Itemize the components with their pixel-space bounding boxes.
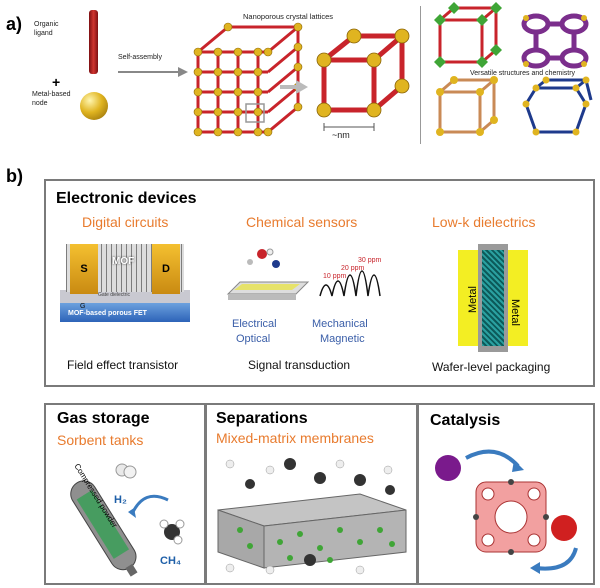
separations-title: Separations — [216, 410, 308, 427]
magnetic-label: Magnetic — [320, 333, 365, 345]
fet-g-label: G — [80, 303, 86, 310]
metal-right-label: Metal — [509, 299, 521, 326]
self-assembly-arrow — [118, 67, 188, 77]
metal-node-label: Metal-based node — [32, 91, 71, 107]
h2-label: H₂ — [114, 494, 127, 506]
metal-node-sphere — [80, 92, 108, 120]
panel-b-label: b) — [6, 166, 23, 186]
plus-sign: + — [52, 74, 61, 90]
mechanical-label: Mechanical — [312, 318, 368, 330]
nm-label: ~nm — [332, 130, 350, 140]
mixed-matrix-membrane — [217, 458, 407, 575]
nm-scale-bar — [323, 123, 375, 131]
fet-d-label: D — [162, 263, 170, 275]
versatile-structures — [434, 2, 593, 136]
catalysis-title: Catalysis — [430, 412, 501, 429]
fet-caption: Field effect transistor — [67, 358, 179, 372]
separations-subtitle: Mixed-matrix membranes — [216, 430, 374, 446]
zoom-arrow — [280, 80, 308, 94]
electronic-devices-title: Electronic devices — [56, 190, 197, 207]
gas-storage-title: Gas storage — [57, 410, 150, 427]
low-k-dielectrics-heading: Low-k dielectrics — [432, 214, 536, 230]
chemical-sensors-heading: Chemical sensors — [246, 214, 358, 230]
catalysis-illustration — [435, 449, 578, 574]
fet-gate-label: Gate dielectric — [98, 292, 130, 298]
ppm-20-label: 20 ppm — [341, 265, 365, 272]
organic-ligand-label: Organic ligand — [34, 21, 59, 37]
ch4-label: CH₄ — [160, 555, 182, 567]
optical-label: Optical — [236, 333, 271, 345]
ppm-10-label: 10 ppm — [323, 273, 347, 280]
signal-caption: Signal transduction — [248, 358, 351, 372]
sorbent-tank — [70, 463, 185, 577]
fet-base-label: MOF-based porous FET — [68, 310, 147, 317]
versatile-label: Versatile structures and chemistry — [470, 70, 576, 77]
electrical-label: Electrical — [232, 318, 277, 330]
gas-storage-subtitle: Sorbent tanks — [57, 432, 144, 448]
fet-mof-label: MOF — [112, 256, 135, 267]
self-assembly-label: Self-assembly — [118, 54, 162, 61]
metal-left-label: Metal — [467, 286, 479, 313]
fet-illustration: S D MOF Gate dielectric G MOF-based poro… — [60, 238, 200, 334]
chemical-sensor-illustration — [226, 248, 381, 300]
lattice-title: Nanoporous crystal lattices — [243, 12, 334, 21]
nanoporous-lattice — [193, 22, 303, 137]
fet-substrate — [60, 302, 190, 322]
ppm-30-label: 30 ppm — [358, 257, 382, 264]
catalysis-box — [417, 403, 595, 585]
fet-source-electrode: S — [70, 244, 98, 294]
panel-a-label: a) — [6, 14, 23, 34]
panel-a-divider — [420, 6, 421, 144]
fet-s-label: S — [80, 263, 88, 275]
digital-circuits-heading: Digital circuits — [82, 214, 169, 230]
wafer-caption: Wafer-level packaging — [432, 360, 551, 374]
mof-dielectric — [482, 250, 504, 346]
unit-cell — [316, 28, 410, 118]
organic-ligand-rod — [89, 10, 98, 74]
fet-drain-electrode: D — [152, 244, 180, 294]
